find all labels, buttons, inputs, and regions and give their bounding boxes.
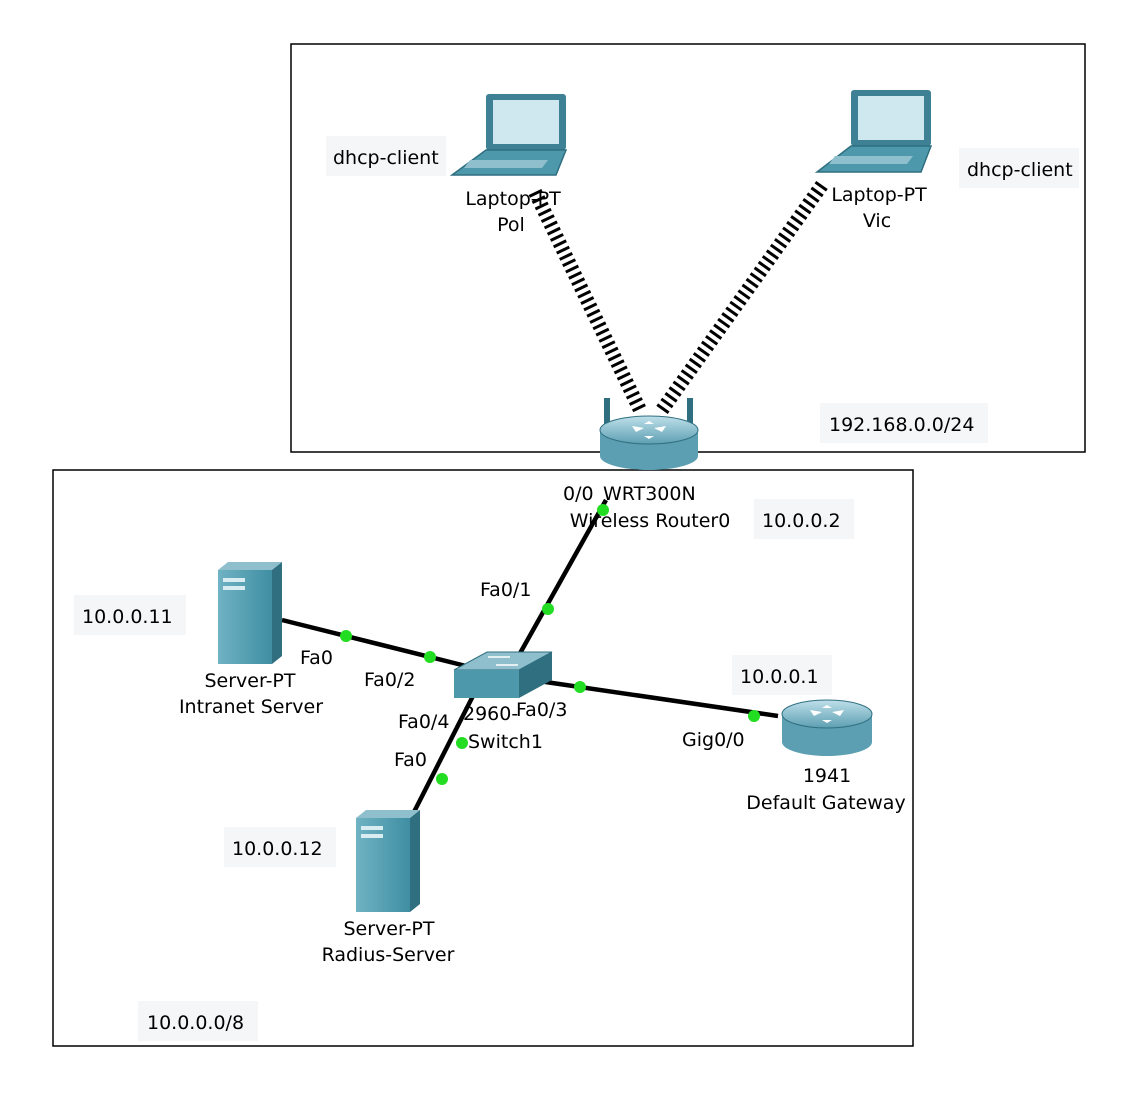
- link-up-indicator: [424, 651, 436, 663]
- cable-switch-radius[interactable]: [411, 688, 479, 814]
- intranet-server[interactable]: [218, 562, 282, 664]
- intranet-port-label: Fa0: [300, 647, 333, 669]
- note-pol: dhcp-client: [326, 136, 446, 176]
- switch[interactable]: [453, 651, 553, 698]
- radius-port-label: Fa0: [394, 749, 427, 771]
- note-vic: dhcp-client: [959, 148, 1079, 188]
- laptop-pol[interactable]: [449, 94, 568, 176]
- intranet-server-model: Server-PT: [204, 670, 295, 692]
- wireless-area-frame: [290, 43, 1086, 453]
- wireless-network-label: 192.168.0.0/24: [820, 403, 988, 443]
- switch-port-fa02: Fa0/2: [364, 669, 415, 691]
- link-up-indicator: [748, 710, 760, 722]
- laptop-vic-name: Vic: [863, 210, 891, 232]
- radius-server[interactable]: [356, 810, 420, 912]
- wireless-router-icon: [599, 398, 699, 470]
- cable-switch-gateway[interactable]: [531, 677, 779, 719]
- link-up-indicator: [456, 737, 468, 749]
- laptop-pol-model: Laptop-PT: [465, 188, 561, 210]
- radius-server-model: Server-PT: [343, 918, 434, 940]
- note-gateway-ip: 10.0.0.1: [732, 655, 832, 695]
- wired-network-label: 10.0.0.0/8: [138, 1001, 258, 1041]
- note-intranet-ip: 10.0.0.11: [74, 595, 186, 635]
- radius-server-name: Radius-Server: [322, 944, 455, 966]
- laptop-pol-name: Pol: [497, 214, 525, 236]
- server-icon: [218, 562, 282, 664]
- link-up-indicator: [597, 504, 609, 516]
- cable-intranet-switch[interactable]: [281, 617, 471, 670]
- intranet-server-name: Intranet Server: [179, 696, 323, 718]
- cable-router-switch[interactable]: [512, 498, 608, 666]
- laptop-icon: [449, 94, 568, 176]
- note-intranet-ip-text: 10.0.0.11: [82, 606, 173, 628]
- wireless-router-model: WRT300N: [603, 483, 696, 505]
- gateway-name: Default Gateway: [746, 792, 905, 814]
- wired-network-text: 10.0.0.0/8: [147, 1012, 244, 1034]
- wireless-network-text: 192.168.0.0/24: [829, 414, 974, 436]
- gateway-port-label: Gig0/0: [682, 729, 745, 751]
- note-radius-ip: 10.0.0.12: [224, 827, 336, 867]
- switch-name: Switch1: [468, 731, 543, 753]
- note-radius-ip-text: 10.0.0.12: [232, 838, 323, 860]
- note-router-ip-text: 10.0.0.2: [762, 510, 841, 532]
- link-up-indicator: [436, 773, 448, 785]
- router-port-label: 0/0: [563, 483, 594, 505]
- link-up-indicator: [340, 630, 352, 642]
- server-icon: [356, 810, 420, 912]
- link-indicators: [340, 504, 760, 785]
- wireless-router[interactable]: [599, 398, 699, 470]
- wired-area-frame: [52, 469, 914, 1047]
- wireless-router-name: Wireless Router0: [570, 510, 731, 532]
- wireless-link-vic[interactable]: [656, 180, 828, 415]
- laptop-vic[interactable]: [814, 90, 933, 173]
- link-up-indicator: [542, 603, 554, 615]
- switch-port-fa01: Fa0/1: [480, 579, 531, 601]
- default-gateway[interactable]: [781, 699, 873, 756]
- note-vic-text: dhcp-client: [967, 159, 1073, 181]
- gateway-model: 1941: [803, 765, 851, 787]
- link-up-indicator: [574, 681, 586, 693]
- router-icon: [781, 699, 873, 756]
- laptop-vic-model: Laptop-PT: [831, 184, 927, 206]
- wireless-link-pol[interactable]: [528, 188, 647, 414]
- switch-icon: [453, 651, 553, 698]
- cables: [281, 498, 779, 814]
- switch-port-fa04: Fa0/4: [398, 711, 449, 733]
- laptop-icon: [814, 90, 933, 173]
- note-gateway-ip-text: 10.0.0.1: [740, 666, 819, 688]
- switch-model: 2960-: [463, 703, 518, 725]
- note-router-ip: 10.0.0.2: [754, 499, 854, 539]
- switch-port-fa03: Fa0/3: [516, 699, 567, 721]
- note-pol-text: dhcp-client: [333, 147, 439, 169]
